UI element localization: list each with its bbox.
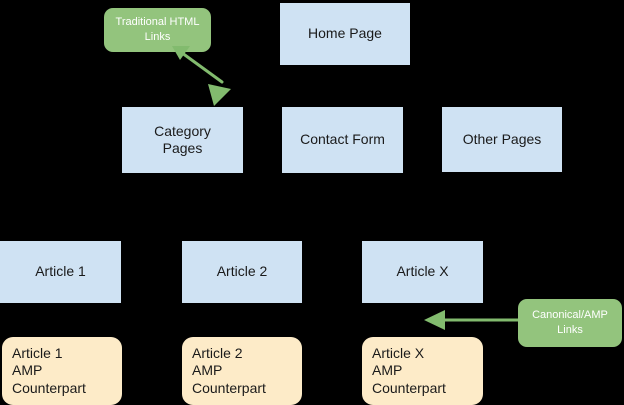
node-contact-form[interactable]: Contact Form bbox=[282, 107, 403, 173]
node-contact-form-label: Contact Form bbox=[300, 131, 385, 148]
node-category-pages[interactable]: Category Pages bbox=[122, 107, 243, 173]
node-category-pages-label: Category Pages bbox=[154, 122, 211, 156]
canonical-amp-links-arrowhead-icon bbox=[424, 310, 445, 330]
node-article-1[interactable]: Article 1 bbox=[0, 241, 121, 303]
traditional-html-links-arrowhead-icon bbox=[208, 84, 231, 106]
node-article-x-label: Article X bbox=[396, 263, 449, 280]
callout-traditional-html-links[interactable]: Traditional HTML Links bbox=[104, 8, 211, 52]
callout-canonical-amp-links[interactable]: Canonical/AMP Links bbox=[518, 299, 622, 347]
node-article-1-amp-counterpart[interactable]: Article 1 AMP Counterpart bbox=[2, 337, 122, 405]
node-home-page-label: Home Page bbox=[308, 25, 382, 42]
callout-canonical-amp-links-label: Canonical/AMP Links bbox=[532, 309, 608, 336]
node-article-1-label: Article 1 bbox=[35, 263, 86, 280]
node-article-2-amp-counterpart-label: Article 2 AMP Counterpart bbox=[192, 345, 266, 396]
node-article-x-amp-counterpart[interactable]: Article X AMP Counterpart bbox=[362, 337, 483, 405]
node-article-x-amp-counterpart-label: Article X AMP Counterpart bbox=[372, 345, 446, 396]
callout-traditional-html-links-label: Traditional HTML Links bbox=[115, 16, 200, 43]
node-article-2-label: Article 2 bbox=[216, 263, 268, 280]
node-article-2[interactable]: Article 2 bbox=[182, 241, 302, 303]
node-article-2-amp-counterpart[interactable]: Article 2 AMP Counterpart bbox=[182, 337, 302, 405]
node-home-page[interactable]: Home Page bbox=[280, 3, 410, 65]
traditional-html-links-arrow-line bbox=[176, 48, 224, 84]
node-other-pages[interactable]: Other Pages bbox=[442, 107, 562, 172]
node-other-pages-label: Other Pages bbox=[462, 130, 542, 147]
node-article-1-amp-counterpart-label: Article 1 AMP Counterpart bbox=[12, 345, 86, 396]
node-article-x[interactable]: Article X bbox=[362, 241, 483, 303]
